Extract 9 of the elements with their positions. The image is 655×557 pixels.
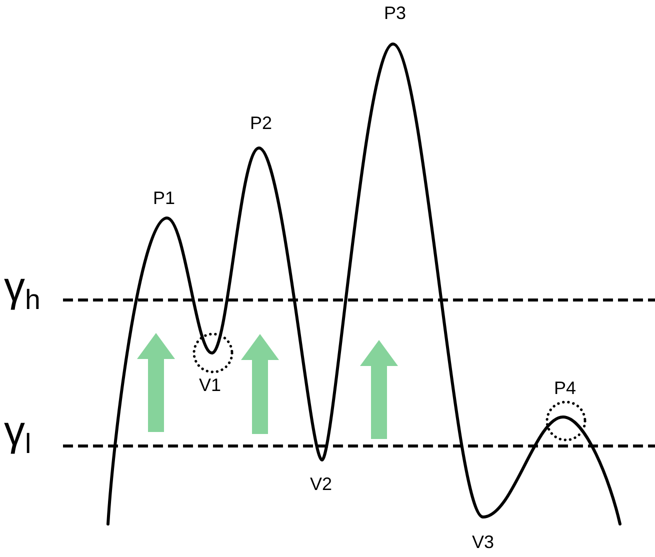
valley-label: V1 bbox=[198, 376, 222, 394]
peak-label: P4 bbox=[554, 379, 576, 397]
threshold-label: γ$_{h}$ bbox=[4, 266, 40, 308]
valley-label: V3 bbox=[472, 533, 494, 551]
peak-label: P2 bbox=[250, 114, 272, 132]
threshold-label: γ$_{l}$ bbox=[4, 410, 32, 452]
peak-label: P1 bbox=[152, 189, 176, 207]
peak-label: P3 bbox=[384, 4, 406, 22]
valley-label: V2 bbox=[310, 475, 332, 493]
